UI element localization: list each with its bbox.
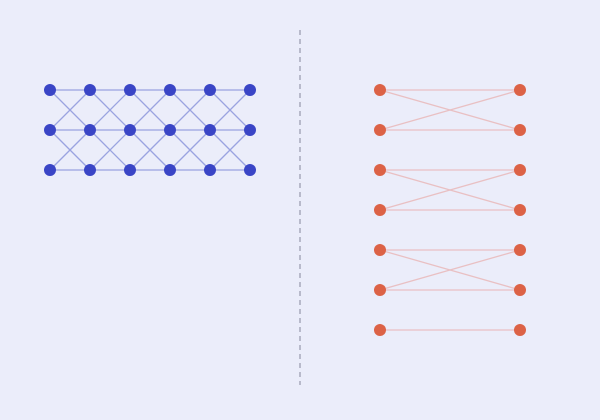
right-edge — [379, 89, 521, 131]
left-edge — [89, 89, 131, 131]
right-right-node — [514, 244, 526, 256]
left-edge — [129, 89, 171, 131]
left-edge — [209, 129, 251, 171]
left-node — [164, 164, 176, 176]
right-left-node — [374, 324, 386, 336]
left-node — [204, 164, 216, 176]
left-edge — [49, 129, 91, 171]
right-right-node — [514, 124, 526, 136]
left-graph-edges — [49, 89, 251, 171]
left-node — [84, 84, 96, 96]
right-right-node — [514, 284, 526, 296]
left-node — [84, 124, 96, 136]
left-edge — [169, 89, 211, 131]
right-graph-nodes — [374, 84, 526, 336]
right-graph-edges — [379, 89, 521, 331]
right-edge — [379, 249, 521, 291]
left-edge — [49, 89, 91, 131]
left-edge — [169, 129, 211, 171]
left-node — [164, 84, 176, 96]
left-node — [124, 124, 136, 136]
left-node — [84, 164, 96, 176]
right-right-node — [514, 324, 526, 336]
left-node — [44, 164, 56, 176]
right-edge — [379, 169, 521, 211]
right-left-node — [374, 164, 386, 176]
right-left-node — [374, 204, 386, 216]
left-graph-nodes — [44, 84, 256, 176]
right-right-node — [514, 164, 526, 176]
left-node — [204, 124, 216, 136]
left-node — [244, 124, 256, 136]
left-edge — [89, 129, 131, 171]
left-node — [244, 84, 256, 96]
right-left-node — [374, 284, 386, 296]
right-left-node — [374, 84, 386, 96]
right-right-node — [514, 84, 526, 96]
left-node — [44, 124, 56, 136]
left-edge — [209, 89, 251, 131]
left-edge — [129, 129, 171, 171]
left-node — [204, 84, 216, 96]
left-node — [124, 84, 136, 96]
right-left-node — [374, 124, 386, 136]
right-left-node — [374, 244, 386, 256]
left-node — [164, 124, 176, 136]
left-node — [44, 84, 56, 96]
left-node — [124, 164, 136, 176]
left-node — [244, 164, 256, 176]
right-right-node — [514, 204, 526, 216]
